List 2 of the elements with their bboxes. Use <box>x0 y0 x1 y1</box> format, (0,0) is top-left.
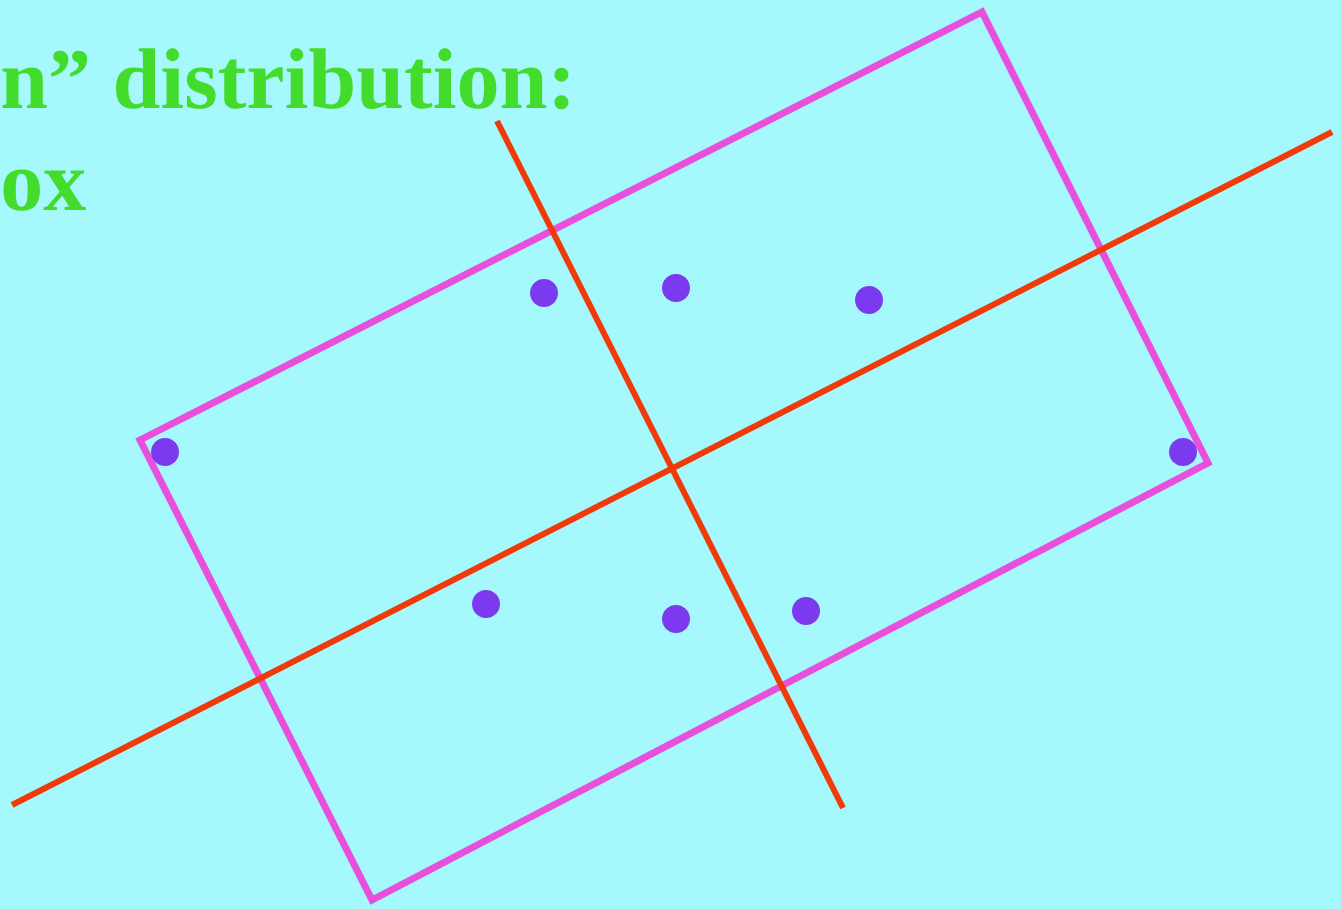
heading-text: ox <box>3 169 86 211</box>
heading-text: n” distribution: <box>2 48 569 110</box>
